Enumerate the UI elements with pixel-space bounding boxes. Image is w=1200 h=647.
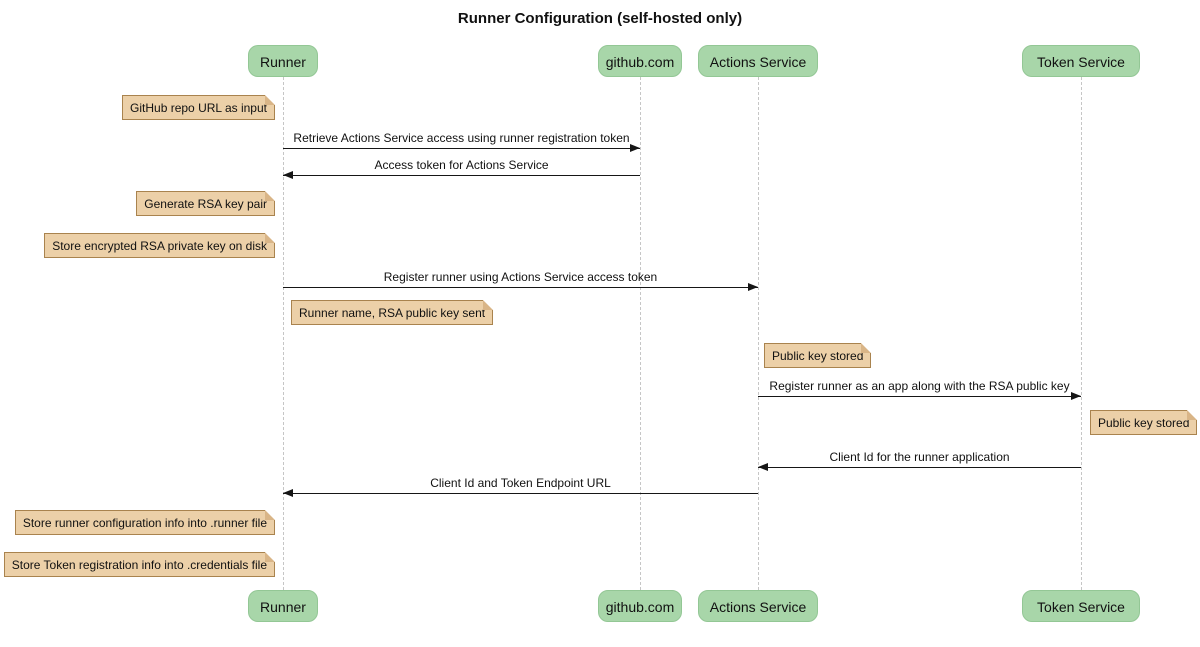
- arrow-right-icon: [283, 283, 758, 291]
- message-client-id-for-runner-application: Client Id for the runner application: [758, 450, 1081, 471]
- message-label: Client Id and Token Endpoint URL: [430, 476, 611, 490]
- message-label: Client Id for the runner application: [829, 450, 1010, 464]
- message-label: Register runner using Actions Service ac…: [383, 270, 658, 284]
- participant-github-bottom: github.com: [598, 590, 682, 622]
- note-store-token-registration: Store Token registration info into .cred…: [3, 552, 276, 577]
- participant-runner-top: Runner: [248, 45, 318, 77]
- participant-github-top: github.com: [598, 45, 682, 77]
- note-generate-rsa-key-pair: Generate RSA key pair: [136, 191, 275, 216]
- message-label: Register runner as an app along with the…: [769, 379, 1070, 393]
- note-public-key-stored-actions: Public key stored: [764, 343, 872, 368]
- message-client-id-and-token-endpoint-url: Client Id and Token Endpoint URL: [283, 476, 758, 497]
- arrow-right-icon: [283, 144, 640, 152]
- note-store-runner-configuration: Store runner configuration info into .ru…: [14, 510, 276, 535]
- arrow-left-icon: [758, 463, 1081, 471]
- message-access-token-for-actions-service: Access token for Actions Service: [283, 158, 640, 179]
- note-public-key-stored-token: Public key stored: [1090, 410, 1198, 435]
- message-retrieve-actions-service-access: Retrieve Actions Service access using ru…: [283, 131, 640, 152]
- participant-actions-service-bottom: Actions Service: [698, 590, 818, 622]
- lifeline-actions-service: [758, 77, 759, 590]
- arrow-left-icon: [283, 171, 640, 179]
- participant-token-service-top: Token Service: [1022, 45, 1140, 77]
- message-register-runner-as-app: Register runner as an app along with the…: [758, 379, 1081, 400]
- message-label: Access token for Actions Service: [374, 158, 549, 172]
- lifeline-github: [640, 77, 641, 590]
- note-runner-name-rsa-public-key: Runner name, RSA public key sent: [291, 300, 494, 325]
- lifeline-token-service: [1081, 77, 1082, 590]
- diagram-title: Runner Configuration (self-hosted only): [457, 10, 743, 27]
- message-label: Retrieve Actions Service access using ru…: [293, 131, 630, 145]
- message-register-runner: Register runner using Actions Service ac…: [283, 270, 758, 291]
- participant-token-service-bottom: Token Service: [1022, 590, 1140, 622]
- note-store-encrypted-rsa-private-key: Store encrypted RSA private key on disk: [44, 233, 275, 258]
- participant-runner-bottom: Runner: [248, 590, 318, 622]
- arrow-right-icon: [758, 392, 1081, 400]
- participant-actions-service-top: Actions Service: [698, 45, 818, 77]
- arrow-left-icon: [283, 489, 758, 497]
- lifeline-runner: [283, 77, 284, 590]
- note-github-repo-url: GitHub repo URL as input: [122, 95, 275, 120]
